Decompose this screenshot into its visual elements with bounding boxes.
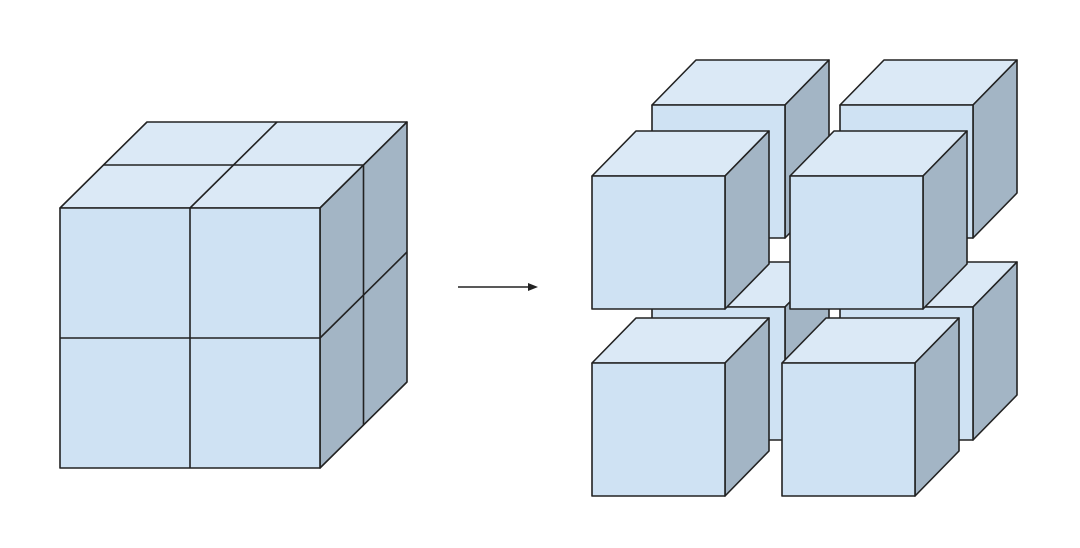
side-grid-line: [319, 251, 408, 339]
arrow-head: [528, 283, 538, 291]
cube-front-top-right: [789, 130, 968, 310]
exploded-cubes: [591, 59, 1018, 497]
cube-front-bottom-left: [591, 317, 770, 497]
cube-front-face: [591, 175, 726, 310]
cube-front-top-left: [591, 130, 770, 310]
assembled-cube: [59, 121, 408, 469]
cube-front-face: [781, 362, 916, 497]
transform-arrow: [458, 283, 538, 291]
cube-front-face: [789, 175, 924, 310]
cube-front-face: [591, 362, 726, 497]
cube-front-bottom-right: [781, 317, 960, 497]
